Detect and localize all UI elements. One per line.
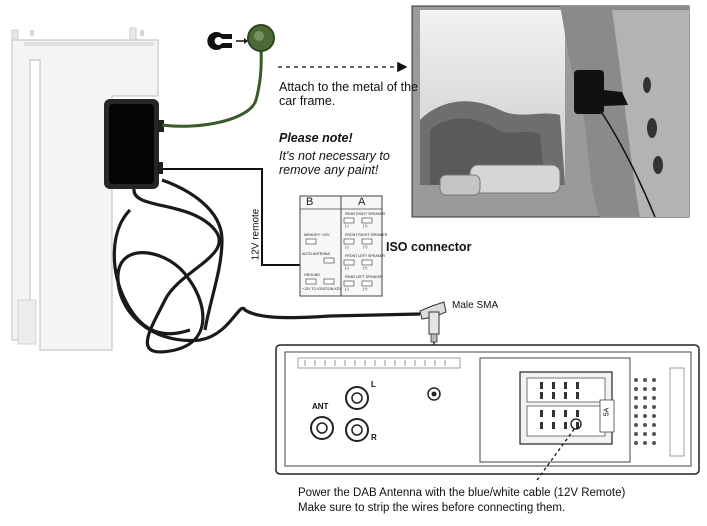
label-r: R [371, 433, 377, 442]
label-ant: ANT [312, 402, 329, 411]
coax-cable [112, 178, 421, 354]
iso-minus-1: (-) [345, 224, 349, 228]
iso-memory: MEMORY +12V [304, 233, 330, 237]
iso-minus-4: (-) [345, 287, 349, 291]
iso-plus-1: (+) [363, 224, 368, 228]
iso-ignition: +12V TO IGNITION KEY [302, 287, 342, 291]
iso-col-b: B [306, 196, 314, 208]
iso-front-right: FRONT RIGHT SPEAKER [345, 233, 388, 237]
remote-wire [162, 168, 306, 266]
iso-rear-right: REAR RIGHT SPEAKER [345, 212, 386, 216]
dab-jack [427, 387, 441, 401]
iso-col-a: A [358, 196, 366, 208]
label-fuse: 5A [603, 407, 611, 417]
caption-note-title: Please note! [279, 131, 353, 145]
radio-unit [275, 344, 700, 475]
ground-wire [161, 47, 263, 128]
ground-pad [247, 24, 275, 52]
ant-jack [310, 416, 334, 440]
remote-pin-marker [570, 418, 582, 430]
caption-attach: Attach to the metal of the car frame. [279, 80, 418, 109]
iso-plus-2: (+) [363, 245, 368, 249]
iso-plus-3: (+) [363, 266, 368, 270]
caption-strip: Make sure to strip the wires before conn… [298, 502, 566, 514]
caption-remote: 12V remote [250, 208, 262, 261]
rca-left-jack [345, 386, 369, 410]
install-photo [411, 5, 690, 218]
label-l: L [371, 380, 376, 389]
rca-right-jack [345, 418, 369, 442]
caption-male-sma: Male SMA [452, 300, 499, 311]
iso-plus-4: (+) [363, 287, 368, 291]
iso-auto-antenna: AUTO ANTENNA [302, 252, 330, 256]
iso-connector-block [299, 195, 383, 297]
iso-rear-left: REAR LEFT SPEAKER [345, 275, 383, 279]
male-sma-connector [419, 301, 447, 343]
antenna-film [11, 27, 159, 351]
iso-minus-3: (-) [345, 266, 349, 270]
magnet-icon [207, 32, 248, 50]
caption-power: Power the DAB Antenna with the blue/whit… [298, 487, 626, 499]
antenna-amplifier [104, 99, 164, 189]
iso-ground: GROUND [304, 273, 320, 277]
dashed-pointer-remote [536, 427, 576, 481]
iso-minus-2: (-) [345, 245, 349, 249]
caption-iso-connector: ISO connector [386, 240, 472, 254]
iso-front-left: FRONT LEFT SPEAKER [345, 254, 386, 258]
caption-note-body: It's not necessary to remove any paint! [279, 149, 390, 178]
